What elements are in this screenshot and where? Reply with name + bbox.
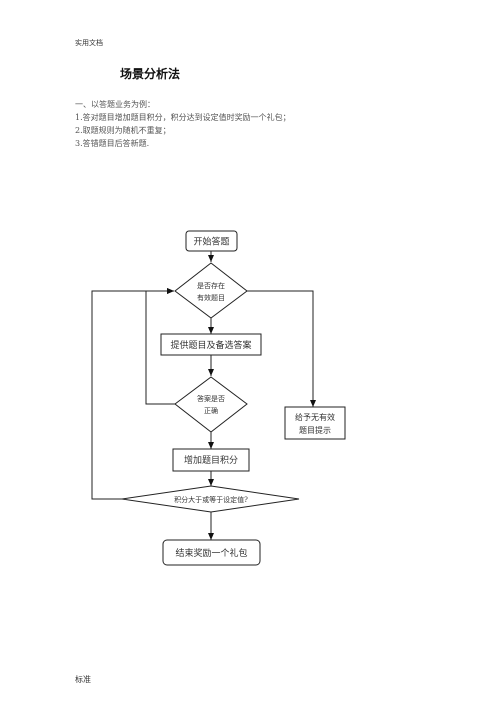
correct-label: 答案是否 — [197, 394, 225, 403]
intro-line: 2.取题规则为随机不重复； — [75, 126, 171, 135]
correct-label: 正确 — [204, 406, 218, 415]
decision-correct — [174, 376, 248, 433]
decision-has-question — [174, 262, 248, 319]
no-question-hint-node — [284, 406, 346, 440]
no-question-hint-label: 给予无有效 — [295, 412, 335, 422]
decision-score — [121, 485, 300, 513]
add-score-label: 增加题目积分 — [184, 454, 238, 466]
has-question-label: 是否存在 — [197, 281, 225, 290]
end-label: 结束奖励一个礼包 — [175, 547, 247, 559]
arrow-no-question — [247, 290, 316, 407]
provide-question-node — [160, 333, 262, 356]
flow-connectors — [91, 251, 316, 540]
start-node — [185, 230, 238, 252]
add-score-node — [172, 448, 250, 472]
intro-line: 1.答对题目增加题目积分，积分达到设定值时奖励一个礼包； — [75, 113, 291, 122]
score-threshold-label: 积分大于或等于设定值? — [174, 495, 248, 504]
intro-line: 3.答错题目后答新题. — [75, 139, 150, 148]
intro-line: 一、以答题业务为例： — [75, 100, 155, 109]
start-label: 开始答题 — [193, 236, 229, 248]
page-header: 实用文档 — [75, 39, 103, 47]
provide-question-label: 提供题目及备选答案 — [170, 339, 251, 351]
page-title: 场景分析法 — [120, 67, 181, 81]
page-footer: 标准 — [75, 675, 91, 684]
no-question-hint-label: 题目提示 — [299, 425, 331, 435]
has-question-label: 有效题目 — [197, 293, 225, 302]
arrow-score-loop — [91, 288, 174, 500]
end-node — [162, 539, 261, 566]
